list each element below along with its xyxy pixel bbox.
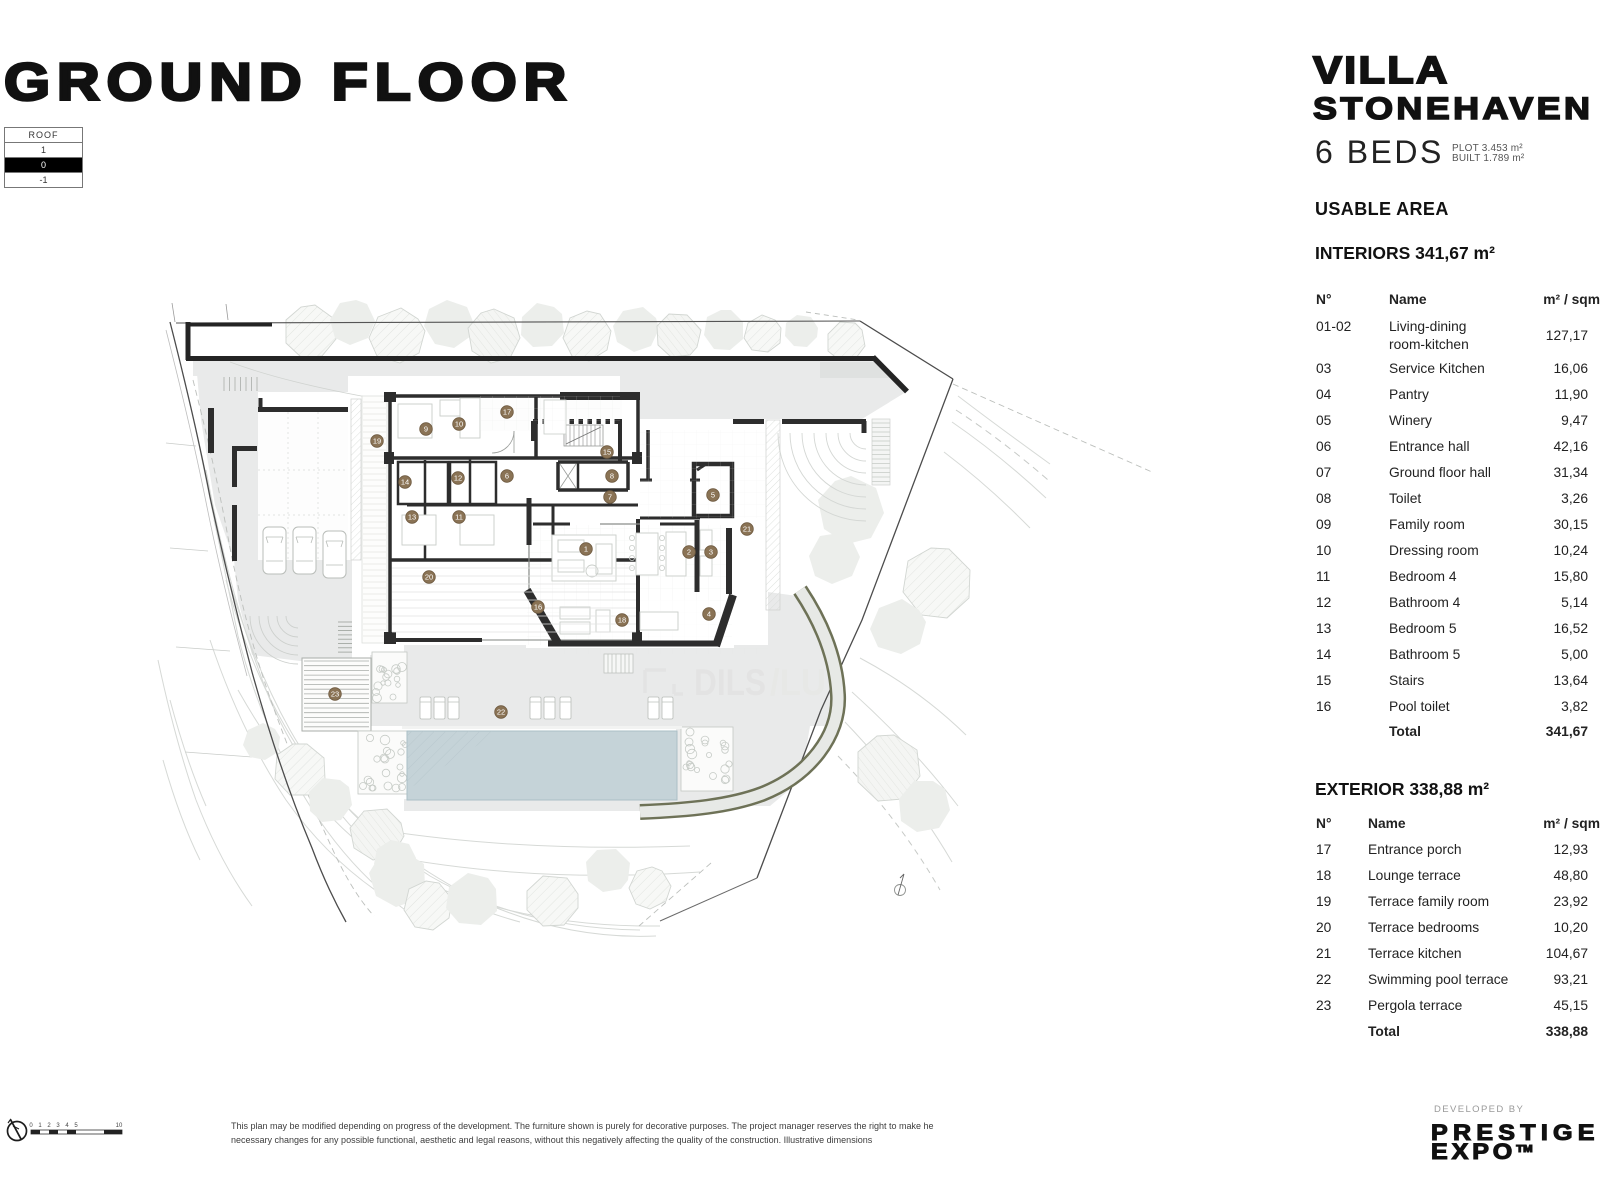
svg-text:16: 16	[534, 603, 542, 612]
svg-text:5: 5	[711, 491, 715, 500]
svg-text:0: 0	[29, 1123, 33, 1129]
svg-text:3: 3	[709, 548, 713, 557]
svg-text:DILS: DILS	[694, 662, 766, 703]
svg-text:2: 2	[687, 548, 691, 557]
svg-text:4: 4	[707, 610, 711, 619]
svg-text:21: 21	[743, 525, 751, 534]
svg-text:/LU: /LU	[770, 662, 826, 703]
svg-text:3: 3	[56, 1123, 60, 1129]
svg-text:22: 22	[497, 708, 505, 717]
svg-text:8: 8	[610, 472, 614, 481]
svg-text:6: 6	[505, 472, 509, 481]
svg-text:5: 5	[74, 1123, 78, 1129]
svg-text:13: 13	[408, 513, 416, 522]
svg-text:11: 11	[455, 513, 463, 522]
svg-text:7: 7	[608, 493, 612, 502]
svg-text:17: 17	[503, 408, 511, 417]
svg-text:2: 2	[47, 1123, 51, 1129]
svg-text:19: 19	[373, 437, 381, 446]
svg-text:1: 1	[38, 1123, 42, 1129]
svg-text:18: 18	[618, 616, 626, 625]
svg-text:12: 12	[454, 474, 462, 483]
svg-text:15: 15	[603, 448, 611, 457]
svg-text:4: 4	[65, 1123, 69, 1129]
svg-text:1: 1	[584, 545, 588, 554]
svg-text:9: 9	[424, 425, 428, 434]
svg-text:23: 23	[331, 690, 339, 699]
svg-text:10: 10	[455, 420, 463, 429]
svg-text:20: 20	[425, 573, 433, 582]
svg-text:14: 14	[401, 478, 409, 487]
svg-text:10: 10	[116, 1123, 123, 1129]
